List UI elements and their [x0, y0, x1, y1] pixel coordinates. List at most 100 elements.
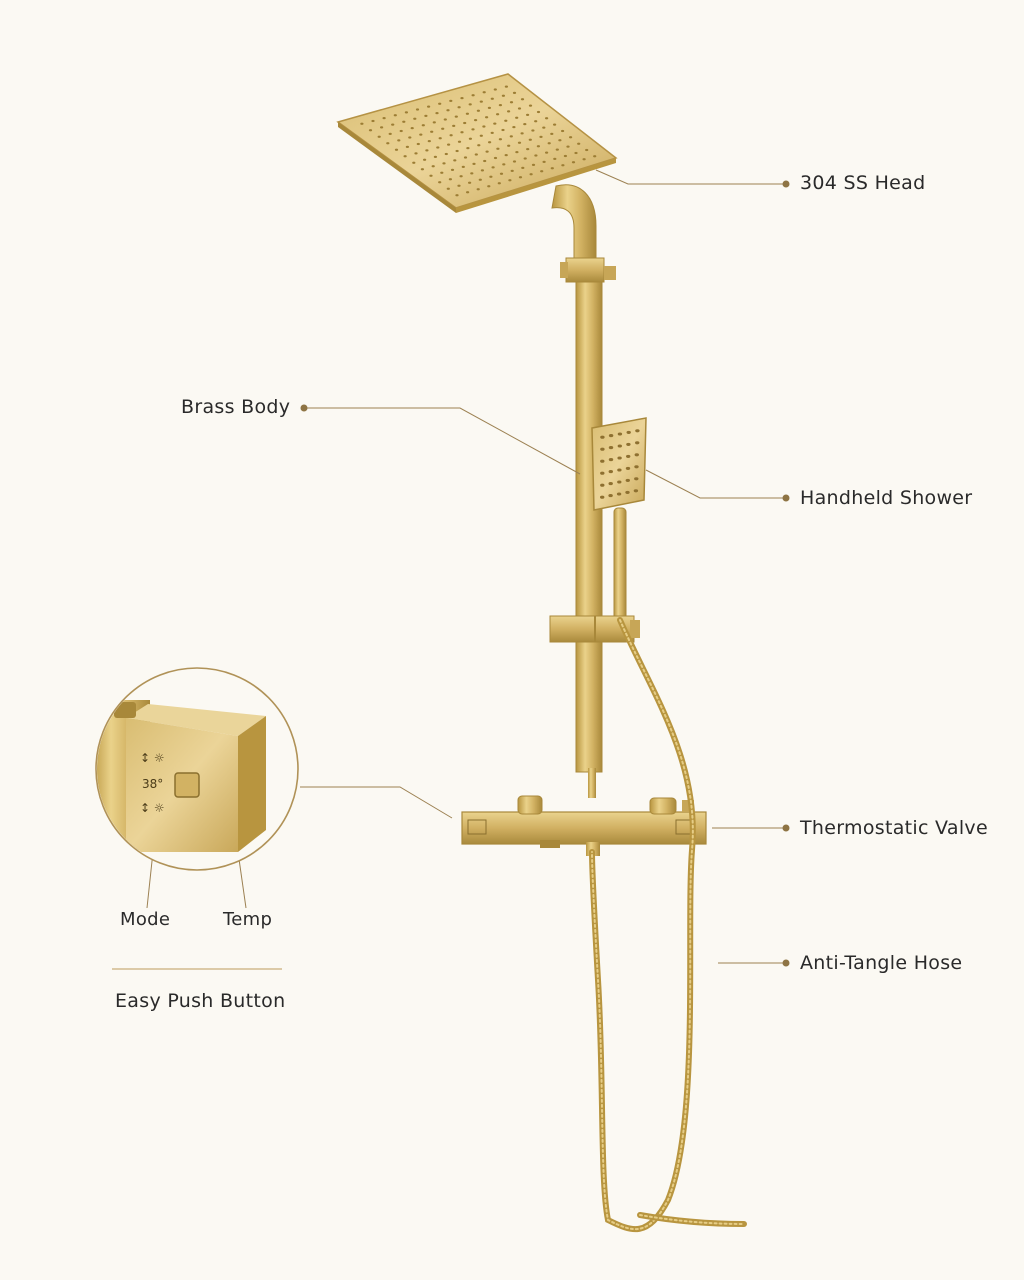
- nozzle: [466, 191, 470, 194]
- nozzle: [457, 106, 461, 109]
- nozzle: [446, 109, 450, 112]
- nozzle: [534, 120, 538, 123]
- nozzle: [574, 151, 578, 155]
- nozzle: [539, 135, 543, 139]
- nozzle: [399, 129, 403, 133]
- handheld-shower: [591, 417, 647, 621]
- nozzle: [457, 140, 462, 143]
- nozzle: [529, 173, 533, 176]
- nozzle: [459, 175, 463, 178]
- leader-handheld: [645, 469, 786, 499]
- riser-pipe: [575, 281, 603, 798]
- nozzle: [542, 126, 546, 129]
- leader-inset: [300, 786, 453, 819]
- nozzle: [479, 134, 483, 137]
- nozzle: [534, 154, 538, 157]
- nozzle: [634, 477, 639, 481]
- nozzle: [474, 118, 478, 122]
- nozzle: [476, 188, 480, 191]
- leader-head: [595, 169, 786, 185]
- nozzle: [455, 149, 459, 153]
- nozzle: [550, 167, 554, 170]
- valve-detail-inset: ↕ ☼ 38° ↕ ☼: [95, 667, 299, 871]
- nozzle: [633, 489, 639, 493]
- nozzle: [477, 144, 481, 147]
- label-temp: Temp: [223, 909, 273, 930]
- dot-handheld: [782, 494, 790, 502]
- nozzle: [561, 164, 565, 167]
- nozzle: [482, 125, 486, 128]
- nozzle: [496, 147, 500, 150]
- nozzle: [502, 163, 506, 166]
- inset-temp-readout: 38°: [142, 777, 163, 791]
- nozzle: [485, 150, 489, 153]
- nozzle: [455, 194, 459, 197]
- rain-shower-head: [336, 73, 618, 213]
- nozzle: [482, 91, 486, 94]
- nozzle: [497, 182, 501, 185]
- nozzle: [490, 97, 494, 100]
- nozzle: [520, 132, 524, 135]
- nozzle: [431, 165, 435, 168]
- nozzle: [487, 185, 491, 188]
- nozzle: [608, 434, 614, 438]
- nozzle: [635, 441, 640, 445]
- nozzle: [571, 161, 576, 164]
- nozzle: [520, 98, 525, 101]
- nozzle: [466, 146, 470, 150]
- nozzle: [499, 172, 504, 175]
- label-anti-tangle-hose: Anti-Tangle Hose: [800, 952, 963, 974]
- nozzle: [420, 168, 424, 171]
- nozzle: [427, 105, 431, 108]
- nozzle: [600, 483, 605, 487]
- nozzle: [427, 139, 431, 143]
- nozzle: [457, 184, 461, 187]
- nozzle: [414, 152, 418, 155]
- nozzle: [600, 471, 605, 475]
- nozzle: [460, 131, 464, 134]
- nozzle: [608, 458, 614, 462]
- nozzle: [545, 151, 549, 154]
- rain-head-nozzles: [360, 85, 597, 197]
- nozzle: [509, 101, 514, 104]
- inset-valve-markings: ↕ ☼ 38° ↕ ☼: [140, 751, 165, 815]
- nozzle: [600, 459, 605, 463]
- nozzle: [512, 91, 517, 95]
- nozzle: [452, 124, 456, 128]
- nozzle: [440, 171, 444, 174]
- nozzle: [634, 453, 639, 457]
- nozzle: [616, 492, 622, 496]
- nozzle: [394, 148, 399, 151]
- nozzle: [447, 143, 451, 146]
- nozzle: [368, 129, 373, 132]
- nozzle: [393, 114, 397, 117]
- nozzle: [471, 94, 475, 97]
- nozzle: [635, 429, 640, 433]
- nozzle: [558, 139, 562, 142]
- nozzle: [617, 456, 622, 460]
- leader-body: [304, 407, 581, 475]
- nozzle: [360, 122, 364, 125]
- nozzle: [526, 113, 530, 117]
- nozzle: [493, 156, 498, 160]
- label-304-ss-head: 304 SS Head: [800, 172, 926, 194]
- nozzle: [542, 160, 546, 164]
- nozzle: [553, 157, 557, 161]
- svg-text:↕ ☼: ↕ ☼: [140, 801, 165, 815]
- nozzle: [472, 162, 476, 166]
- nozzle: [442, 162, 446, 165]
- dot-hose: [782, 959, 790, 967]
- nozzle: [504, 153, 508, 157]
- nozzle: [441, 127, 445, 130]
- nozzle: [515, 150, 519, 154]
- nozzle: [625, 466, 631, 470]
- nozzle: [419, 133, 423, 136]
- nozzle: [626, 442, 631, 446]
- nozzle: [523, 157, 527, 160]
- nozzle: [510, 169, 514, 173]
- nozzle: [501, 128, 505, 132]
- nozzle: [617, 468, 622, 472]
- nozzle: [566, 145, 570, 148]
- nozzle: [531, 163, 536, 167]
